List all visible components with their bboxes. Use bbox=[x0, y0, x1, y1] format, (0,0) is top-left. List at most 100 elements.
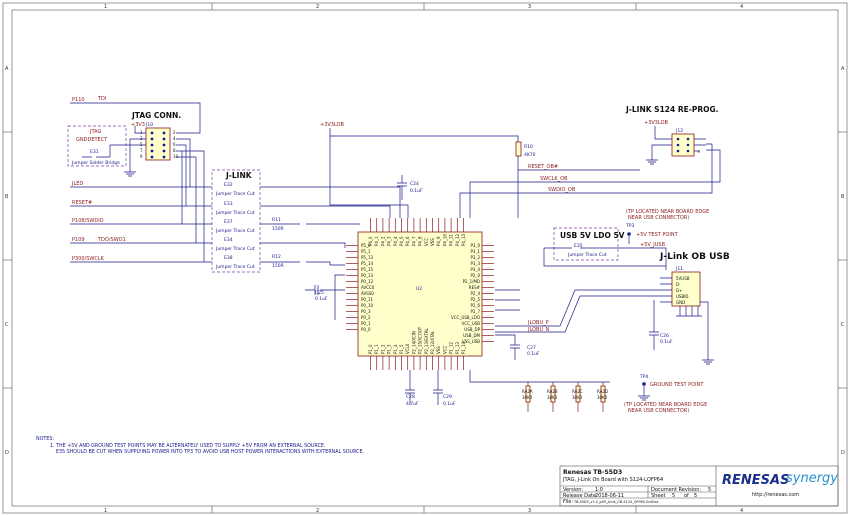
c27-ref: C27 bbox=[527, 345, 536, 351]
mcu-right-pins: P3_0P3_1P3_2P3_3P3_4P2_0P2_1/MDRES#P2_4P… bbox=[451, 243, 494, 344]
mcu-right-pin-label: VSS_USB bbox=[462, 339, 480, 344]
jtag-connector bbox=[145, 127, 171, 161]
tb-subtitle: JTAG, J-Link On Board with S124-LQFP64 bbox=[562, 477, 663, 483]
tp4-label: GROUND TEST POINT bbox=[650, 382, 704, 388]
resistor-ref: RA2A bbox=[522, 389, 533, 394]
mcu-left-pin-label: P0_13 bbox=[361, 273, 374, 278]
jlink-title: J-LINK bbox=[225, 171, 253, 180]
jtag-pin-8: 8 bbox=[173, 148, 176, 153]
mcu-bottom-pin-label: VCC bbox=[442, 345, 447, 354]
e37-ref: E37 bbox=[224, 219, 233, 225]
net-tdo: TDO/SWO1 bbox=[97, 237, 126, 243]
e34-ref: E34 bbox=[224, 237, 233, 243]
col-label-2-bottom: 2 bbox=[316, 508, 319, 514]
net-p109: P109 bbox=[72, 237, 85, 243]
c29-ref: C29 bbox=[443, 394, 452, 400]
mcu-bottom-pin-label: P1_4 bbox=[393, 344, 398, 354]
jtag-pin-9: 9 bbox=[140, 154, 143, 159]
tb-website: http://renesas.com bbox=[752, 492, 799, 498]
c26-symbol bbox=[649, 300, 659, 350]
tp3-dot bbox=[627, 232, 631, 236]
jtag-pin-10: 10 bbox=[173, 154, 179, 159]
mcu-right-pin-label: VCC_USB_LDO bbox=[451, 315, 480, 320]
resistor-value: 30K0 bbox=[547, 395, 558, 400]
wire-3v3lob-mcu bbox=[329, 136, 409, 218]
c26-value: 0.1uF bbox=[660, 339, 673, 345]
net-p300: P300/SWCLK bbox=[72, 256, 105, 262]
r10-value: 4K70 bbox=[524, 152, 536, 158]
bridge-ref: E31 bbox=[90, 149, 99, 155]
net-jled: JLED bbox=[71, 181, 83, 187]
jtag-pin-2: 2 bbox=[173, 130, 176, 135]
c29-value: 0.1uF bbox=[443, 401, 456, 407]
wire-swclk-mcu bbox=[260, 261, 345, 266]
usb5v-box bbox=[553, 227, 619, 261]
gnddetect-line2: GNDDETECT bbox=[76, 137, 108, 143]
wire-jlobu-n bbox=[495, 295, 660, 333]
row-label-c: C bbox=[5, 322, 9, 328]
tp4-dot bbox=[642, 382, 646, 386]
mcu-bottom-pin-label: P1_5 bbox=[399, 344, 404, 354]
c24-ref: C24 bbox=[410, 181, 419, 187]
jtag-connector-ref: J10 bbox=[145, 122, 153, 128]
tb-of-label: of bbox=[684, 493, 689, 499]
mcu-bottom-pin-label: VSS bbox=[436, 346, 441, 354]
mcu-left-pin-label: P5_14 bbox=[361, 261, 374, 266]
mcu-bottom-pin-label: P2_14/XCIN bbox=[411, 331, 416, 354]
jtag-title: JTAG CONN. bbox=[131, 111, 181, 120]
col-label-1: 1 bbox=[104, 4, 107, 10]
gnddetect-line1: JTAG bbox=[89, 129, 101, 135]
mcu-bottom-pin-label: VCL0 bbox=[405, 343, 410, 354]
usb-pin-dminus: D- bbox=[676, 282, 681, 287]
resistor-ref: RA2D bbox=[597, 389, 608, 394]
tb-of-value: 5 bbox=[694, 493, 697, 499]
mcu-top-pin-label: P4_8 bbox=[418, 236, 423, 246]
mcu-right-pin-label: P2_5 bbox=[470, 297, 480, 302]
usb5v-title: USB 5V LDO 5V bbox=[560, 231, 625, 240]
mcu-top-pin-label: VSS bbox=[430, 238, 435, 246]
usb-shield bbox=[676, 306, 702, 317]
row-label-a: A bbox=[5, 66, 9, 72]
j12-right-wires bbox=[694, 138, 706, 152]
reprog-power: +3V3LOB bbox=[644, 120, 669, 126]
mcu-right-pin-label: P2_4 bbox=[470, 291, 480, 296]
jtag-pin-7: 7 bbox=[140, 148, 143, 153]
net-swclk-ob: SWCLK_OB bbox=[540, 176, 568, 182]
j12-pin-dots bbox=[676, 137, 690, 153]
mcu-left-pin-label: P5_13 bbox=[361, 255, 374, 260]
mcu-left-pin-label: P5_0 bbox=[361, 243, 371, 248]
mcu-bottom-pin-label: P1_13 bbox=[455, 341, 460, 354]
tb-file-value: TB-S5D3_v1.0_p05_JLink_OB-S124_QFP64.Sch… bbox=[573, 500, 659, 504]
mcu-right-pin-label: P3_0 bbox=[470, 243, 480, 248]
c25-value: 0.1uF bbox=[315, 296, 328, 302]
usb-pin-gnd: GND bbox=[676, 300, 685, 305]
usb-pin-usbid: USBID bbox=[676, 294, 688, 299]
e35-ref: E35 bbox=[574, 243, 583, 249]
mcu-right-pin-label: USB_DM bbox=[463, 333, 480, 338]
net-reset-ob: RESET_OB# bbox=[528, 164, 558, 170]
c29-symbol bbox=[433, 370, 443, 405]
col-label-1-bottom: 1 bbox=[104, 508, 107, 514]
jtag-pin-6: 6 bbox=[173, 142, 176, 147]
mcu-bottom-pin-label: P2_15/XCOUT bbox=[418, 326, 423, 354]
wire-5vusb bbox=[543, 247, 667, 270]
jtag-power-label: +3V3 bbox=[131, 122, 145, 128]
tb-docrev-value: 5 bbox=[708, 487, 711, 493]
mcu-right-pin-label: P2_7 bbox=[470, 309, 480, 314]
mcu-top-pin-label: P4_12 bbox=[455, 233, 460, 246]
mcu-left-pin-label: P5_1 bbox=[361, 249, 371, 254]
mcu-left-pin-label: AVSS0 bbox=[361, 291, 374, 296]
mcu-ref: U2 bbox=[416, 286, 422, 292]
bridge-wire bbox=[82, 144, 146, 158]
e37-label: Jumper Trace Cut bbox=[215, 228, 255, 234]
mcu-left-pin-label: P0_0 bbox=[361, 327, 371, 332]
mcu-right-pin-label: P3_2 bbox=[470, 255, 480, 260]
net-p108: P108/SWDIO bbox=[72, 218, 104, 224]
usb-ground bbox=[700, 301, 714, 365]
e35-label: Jumper Trace Cut bbox=[567, 252, 607, 258]
jtag-right-wires bbox=[176, 138, 205, 262]
resistor-ref: RA2B bbox=[547, 389, 558, 394]
mcu-right-pin-label: RES# bbox=[469, 285, 481, 290]
notes-line-1: 1. THE +5V AND GROUND TEST POINTS MAY BE… bbox=[50, 443, 325, 449]
